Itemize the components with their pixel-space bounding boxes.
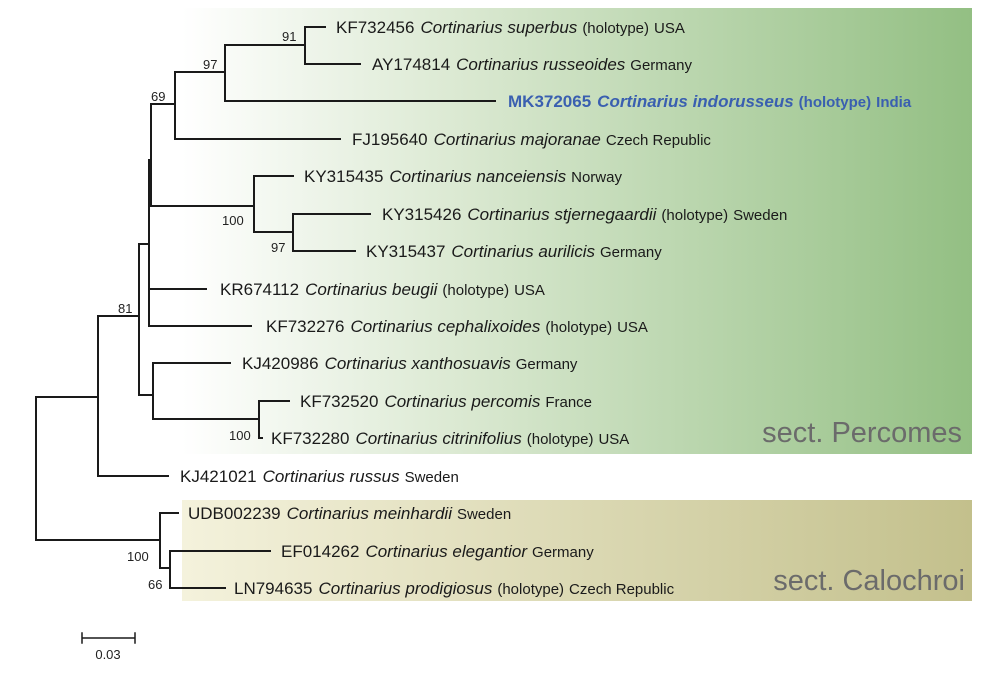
country-label: USA	[617, 319, 648, 336]
accession-number: KJ420986	[242, 354, 319, 373]
support-value: 81	[118, 301, 132, 316]
accession-number: KR674112	[220, 280, 299, 299]
support-value: 97	[271, 240, 285, 255]
species-name: Cortinarius majoranae	[434, 130, 601, 149]
accession-number: FJ195640	[352, 130, 428, 149]
country-label: Germany	[630, 57, 692, 74]
country-label: Norway	[571, 169, 622, 186]
species-name: Cortinarius elegantior	[365, 542, 528, 561]
country-label: Czech Republic	[569, 581, 675, 598]
species-name: Cortinarius nanceiensis	[389, 167, 566, 186]
taxon-label: KF732456 Cortinarius superbus (holotype) US…	[336, 18, 685, 37]
holotype-tag: (holotype)	[497, 581, 564, 598]
country-label: Sweden	[405, 469, 459, 486]
support-value: 69	[151, 89, 165, 104]
species-name: Cortinarius indorusseus	[597, 92, 793, 111]
accession-number: AY174814	[372, 55, 450, 74]
country-label: USA	[514, 282, 545, 299]
holotype-tag: (holotype)	[527, 431, 594, 448]
scale-bar-label: 0.03	[95, 647, 120, 662]
taxon-label: MK372065 Cortinarius indorusseus (holotype…	[508, 92, 912, 111]
country-label: Germany	[516, 356, 578, 373]
accession-number: EF014262	[281, 542, 359, 561]
holotype-tag: (holotype)	[442, 282, 509, 299]
species-name: Cortinarius xanthosuavis	[325, 354, 512, 373]
accession-number: KF732456	[336, 18, 414, 37]
country-label: USA	[654, 20, 685, 37]
support-value: 100	[229, 428, 251, 443]
species-name: Cortinarius meinhardii	[287, 504, 454, 523]
support-value: 97	[203, 57, 217, 72]
country-label: Sweden	[733, 207, 787, 224]
support-value: 100	[222, 213, 244, 228]
support-value: 91	[282, 29, 296, 44]
accession-number: LN794635	[234, 579, 312, 598]
support-value: 66	[148, 577, 162, 592]
species-name: Cortinarius superbus	[420, 18, 577, 37]
species-name: Cortinarius aurilicis	[451, 242, 595, 261]
section-calochroi-background	[182, 500, 972, 601]
species-name: Cortinarius cephalixoides	[350, 317, 540, 336]
section-percomes-background	[182, 8, 972, 454]
accession-number: MK372065	[508, 92, 591, 111]
country-label: USA	[598, 431, 629, 448]
taxon-label: KY315426 Cortinarius stjernegaardii(holot…	[382, 205, 787, 224]
accession-number: KF732280	[271, 429, 349, 448]
holotype-tag: (holotype)	[582, 20, 649, 37]
holotype-tag: (holotype)	[545, 319, 612, 336]
species-name: Cortinarius citrinifolius	[355, 429, 522, 448]
support-value: 100	[127, 549, 149, 564]
country-label: India	[876, 94, 912, 111]
species-name: Cortinarius russeoides	[456, 55, 626, 74]
taxon-label: KY315435 Cortinarius nanceiensis Norway	[304, 167, 622, 186]
bootstrap-support-values: 91 97 69 100 97 81 100 100 66	[118, 29, 296, 592]
taxon-label: KJ421021 Cortinarius russus Sweden	[180, 467, 459, 486]
country-label: Germany	[532, 544, 594, 561]
accession-number: KY315426	[382, 205, 461, 224]
holotype-tag: (holotype)	[799, 94, 872, 111]
species-name: Cortinarius beugii	[305, 280, 439, 299]
country-label: France	[545, 394, 592, 411]
taxon-label: KF732520 Cortinarius percomis France	[300, 392, 592, 411]
section-label-percomes: sect. Percomes	[762, 417, 962, 449]
taxon-label: KY315437 Cortinarius aurilicis Germany	[366, 242, 662, 261]
country-label: Sweden	[457, 506, 511, 523]
species-name: Cortinarius stjernegaardii	[467, 205, 657, 224]
country-label: Germany	[600, 244, 662, 261]
taxon-label: KF732276 Cortinarius cephalixoides (holoty…	[266, 317, 648, 336]
species-name: Cortinarius prodigiosus	[318, 579, 492, 598]
accession-number: UDB002239	[188, 504, 281, 523]
species-name: Cortinarius percomis	[384, 392, 540, 411]
accession-number: KY315437	[366, 242, 445, 261]
scale-bar: 0.03	[81, 632, 136, 662]
country-label: Czech Republic	[606, 132, 712, 149]
taxon-label: KR674112 Cortinarius beugii(holotype) USA	[220, 280, 545, 299]
taxon-label: FJ195640 Cortinarius majoranae Czech Repub…	[352, 130, 711, 149]
holotype-tag: (holotype)	[661, 207, 728, 224]
species-name: Cortinarius russus	[263, 467, 400, 486]
accession-number: KF732276	[266, 317, 344, 336]
accession-number: KY315435	[304, 167, 383, 186]
section-label-calochroi: sect. Calochroi	[773, 565, 965, 597]
accession-number: KF732520	[300, 392, 378, 411]
taxon-label: LN794635 Cortinarius prodigiosus (holotype…	[234, 579, 675, 598]
accession-number: KJ421021	[180, 467, 257, 486]
taxon-label: KF732280 Cortinarius citrinifolius (holoty…	[271, 429, 629, 448]
tree-branches	[35, 26, 496, 589]
